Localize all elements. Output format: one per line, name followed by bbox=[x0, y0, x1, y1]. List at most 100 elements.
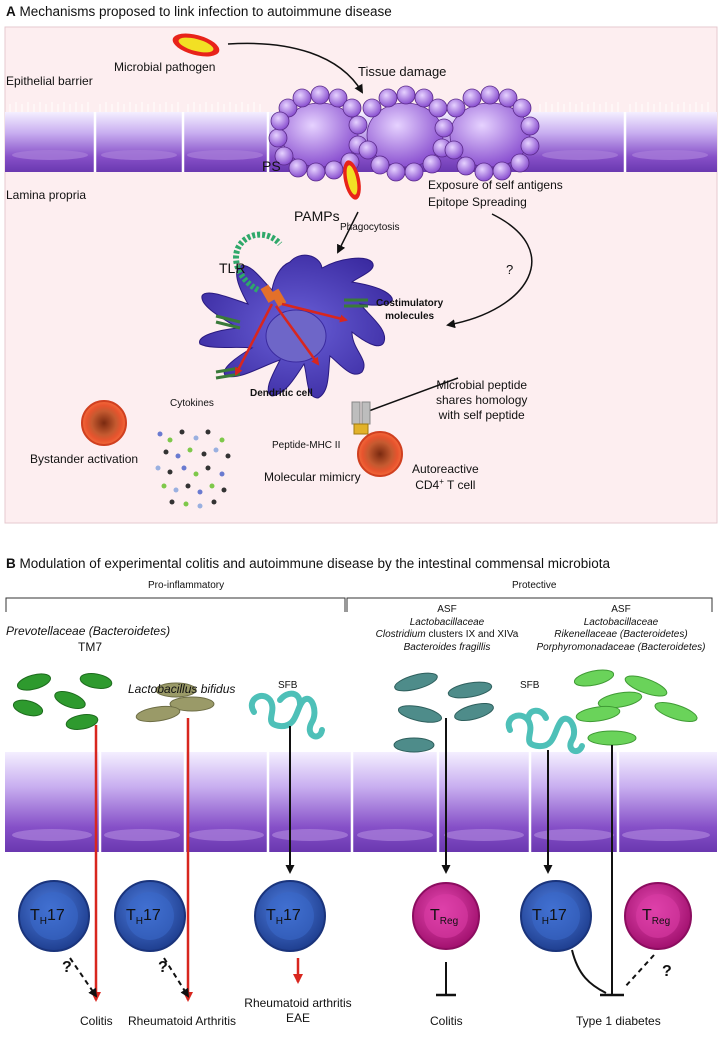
cd4-text: CD4 bbox=[415, 478, 440, 492]
microbial-pathogen-icon bbox=[172, 33, 220, 57]
label-pamps: PAMPs bbox=[294, 208, 340, 224]
arrow-phagocytosis bbox=[337, 211, 359, 254]
bracket-protective bbox=[346, 597, 713, 612]
damaged-cells bbox=[268, 85, 540, 182]
epithelium-b bbox=[5, 742, 717, 852]
dendritic-cell bbox=[199, 231, 393, 435]
arrow-pathogen-to-damage bbox=[227, 42, 364, 94]
th17-label-1: TH17 bbox=[30, 906, 65, 929]
label-epithelial-barrier: Epithelial barrier bbox=[6, 74, 93, 88]
sfb-filament-2 bbox=[505, 707, 585, 755]
inhibit-th17-diabetes bbox=[571, 949, 607, 994]
panel-b-title: B Modulation of experimental colitis and… bbox=[6, 556, 610, 573]
treg-label-1: TReg bbox=[430, 906, 458, 929]
bacteria-lactobacillus-bifidus bbox=[135, 682, 215, 723]
label-epitope-spreading: Epitope Spreading bbox=[428, 195, 527, 209]
autoreactive-t-cell bbox=[357, 431, 403, 477]
label-phagocytosis: Phagocytosis bbox=[340, 222, 400, 233]
label-tlr: TLR bbox=[219, 260, 246, 276]
th17-label-4: TH17 bbox=[532, 906, 567, 929]
group-2-rikenellaceae: Rikenellaceae (Bacteroidetes) bbox=[554, 629, 688, 640]
group-2-labels: ASF Lactobacillaceae Rikenellaceae (Bact… bbox=[530, 604, 712, 654]
group-1-asf: ASF bbox=[437, 604, 457, 615]
invading-pathogen-icon bbox=[343, 160, 361, 200]
label-costimulatory-line1: Costimulatory bbox=[376, 298, 444, 309]
inhibit-group2-diabetes bbox=[600, 745, 624, 997]
cytokine-cloud bbox=[155, 429, 231, 509]
panel-a-title: A Mechanisms proposed to link infection … bbox=[6, 4, 392, 21]
label-tm7: TM7 bbox=[78, 640, 102, 654]
label-microbial-pathogen: Microbial pathogen bbox=[114, 60, 216, 74]
th17-label-2: TH17 bbox=[126, 906, 161, 929]
bacteria-group-1 bbox=[393, 672, 494, 753]
group-2-lactobacillaceae: Lactobacillaceae bbox=[583, 616, 659, 628]
panel-a-title-text: Mechanisms proposed to link infection to… bbox=[19, 4, 392, 19]
label-exposure-self-antigens: Exposure of self antigens bbox=[428, 178, 563, 192]
dashed-th17-ra bbox=[163, 957, 190, 998]
label-question-a: ? bbox=[506, 262, 514, 277]
label-lamina-propria: Lamina propria bbox=[6, 188, 87, 202]
label-pro-inflammatory: Pro-inflammatory bbox=[148, 580, 225, 591]
label-costimulatory-line2: molecules bbox=[385, 310, 435, 322]
th-main: T bbox=[266, 907, 276, 924]
treg-main: T bbox=[642, 907, 652, 924]
th17-cell-2 bbox=[114, 880, 186, 952]
cd4-sup: + bbox=[439, 477, 444, 486]
label-microbial-peptide-line2: shares homology bbox=[436, 393, 528, 407]
group-2-porphyromonadaceae: Porphyromonadaceae (Bacteroidetes) bbox=[536, 641, 706, 653]
bacteria-prevotellaceae bbox=[12, 673, 113, 730]
label-autoreactive: Autoreactive CD4+ T cell bbox=[412, 462, 479, 493]
th-num: 17 bbox=[283, 907, 301, 924]
label-microbial-peptide-line3: with self peptide bbox=[438, 408, 525, 422]
group-1-labels: ASF Lactobacillaceae Clostridium cluster… bbox=[362, 604, 532, 654]
th17-cell-4 bbox=[520, 880, 592, 952]
panel-a-letter: A bbox=[6, 4, 16, 19]
label-autoreactive-line1: Autoreactive bbox=[412, 462, 479, 476]
treg-cell-2 bbox=[624, 882, 692, 950]
arrow-epitope-to-costim bbox=[446, 213, 533, 329]
question-mark-3: ? bbox=[662, 963, 672, 980]
label-prevotellaceae: Prevotellaceae (Bacteroidetes) bbox=[6, 624, 171, 638]
inhibit-treg-colitis bbox=[436, 962, 456, 997]
outcome-colitis-1: Colitis bbox=[80, 1014, 113, 1028]
outcome-ra-eae: Rheumatoid arthritis EAE bbox=[240, 996, 356, 1026]
outcome-rheumatoid-2: Rheumatoid arthritis bbox=[244, 996, 352, 1010]
label-bystander-activation: Bystander activation bbox=[30, 452, 139, 466]
label-peptide-mhc: Peptide-MHC II bbox=[272, 440, 341, 451]
treg-sub: Reg bbox=[651, 916, 671, 928]
outcome-eae: EAE bbox=[285, 1011, 310, 1025]
label-costimulatory: Costimulatory molecules bbox=[376, 298, 443, 323]
label-dendritic-cell: Dendritic cell bbox=[250, 388, 313, 399]
sfb-filament-1 bbox=[249, 690, 325, 740]
th-sub: H bbox=[541, 916, 550, 928]
treg-label-2: TReg bbox=[642, 906, 670, 929]
label-sfb-2: SFB bbox=[520, 680, 540, 691]
bracket-pro-inflammatory bbox=[5, 597, 346, 612]
bystander-t-cell bbox=[81, 400, 127, 446]
label-cytokines: Cytokines bbox=[170, 398, 214, 409]
label-microbial-peptide-line1: Microbial peptide bbox=[436, 378, 528, 392]
label-autoreactive-line2: CD4+ T cell bbox=[412, 477, 479, 493]
th17-cell-3 bbox=[254, 880, 326, 952]
label-sfb-1: SFB bbox=[278, 680, 298, 691]
th-main: T bbox=[532, 907, 542, 924]
th-sub: H bbox=[39, 916, 48, 928]
th-num: 17 bbox=[47, 907, 65, 924]
label-lactobacillus-bifidus: Lactobacillus bifidus bbox=[128, 682, 236, 696]
label-molecular-mimicry: Molecular mimicry bbox=[264, 470, 361, 484]
dashed-treg-diabetes bbox=[623, 954, 655, 989]
treg-main: T bbox=[430, 907, 440, 924]
treg-sub: Reg bbox=[439, 916, 459, 928]
outcome-type1-diabetes: Type 1 diabetes bbox=[576, 1014, 661, 1028]
group-1-lactobacillaceae: Lactobacillaceae bbox=[409, 616, 485, 628]
th-sub: H bbox=[275, 916, 284, 928]
th-main: T bbox=[126, 907, 136, 924]
outcome-rheumatoid-1: Rheumatoid Arthritis bbox=[128, 1014, 237, 1028]
question-mark-2: ? bbox=[158, 959, 168, 976]
th-sub: H bbox=[135, 916, 144, 928]
panel-b-title-text: Modulation of experimental colitis and a… bbox=[19, 556, 611, 571]
bacteria-group-2 bbox=[573, 669, 698, 746]
th-main: T bbox=[30, 907, 40, 924]
group-1-bacteroides: Bacteroides fragillis bbox=[403, 641, 491, 653]
t-cell-text: T cell bbox=[443, 478, 476, 492]
